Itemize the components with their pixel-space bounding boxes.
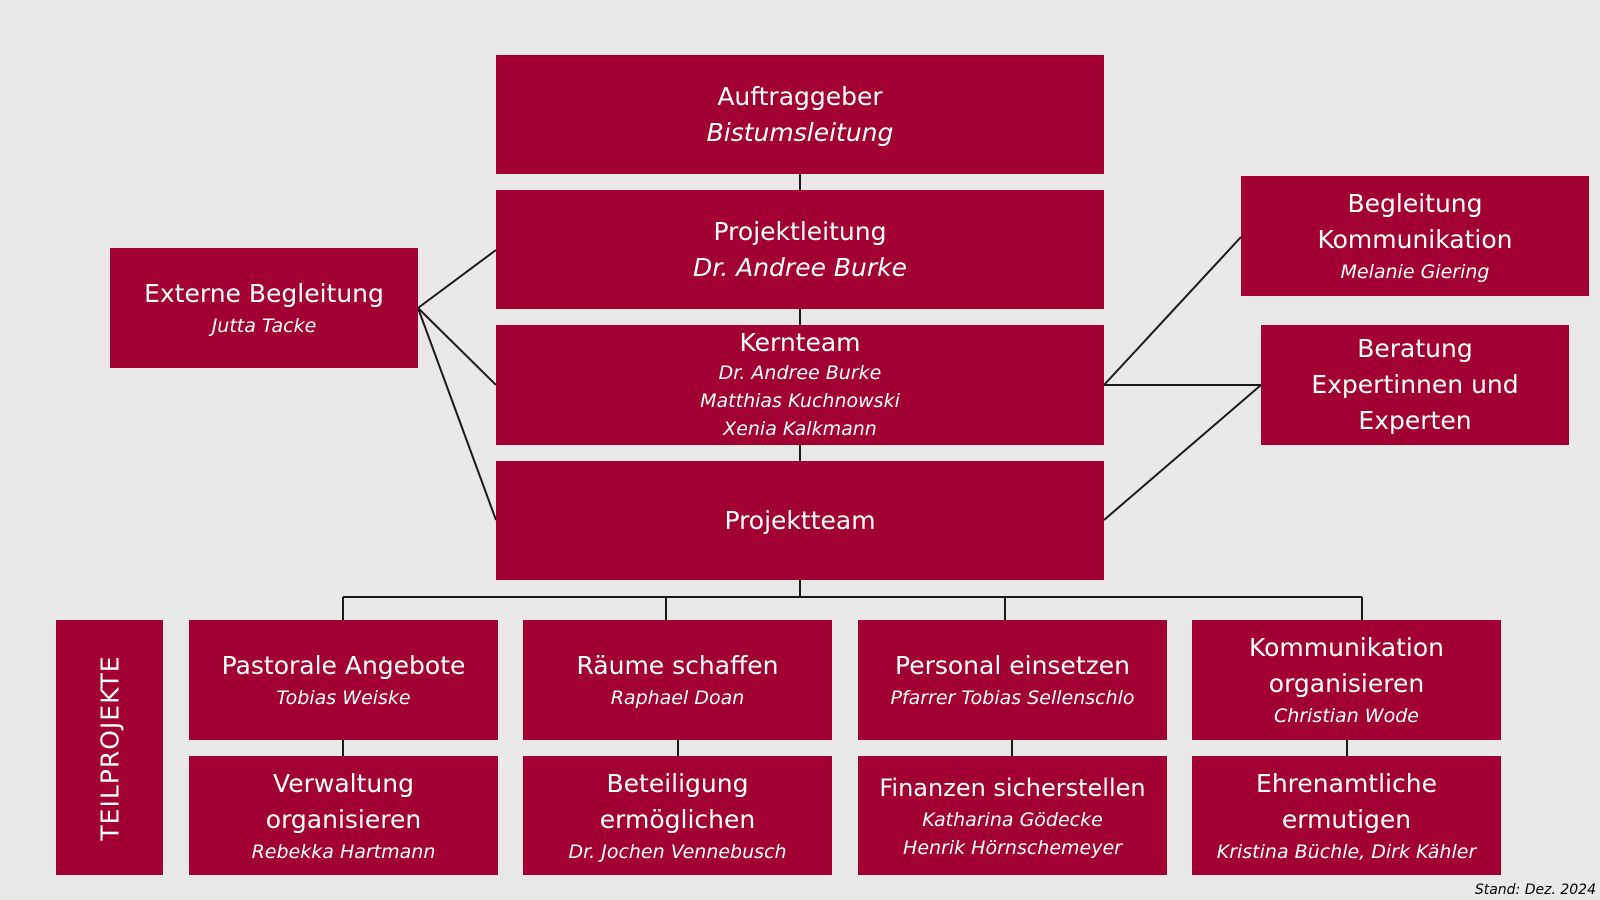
teilprojekt-title: Kommunikation bbox=[1248, 633, 1445, 662]
externe-begleitung-title: Externe Begleitung bbox=[144, 279, 384, 308]
teilprojekte-label: TEILPROJEKTE bbox=[95, 654, 124, 841]
stand-date: Stand: Dez. 2024 bbox=[1474, 882, 1596, 898]
teilprojekt-person: Raphael Doan bbox=[610, 687, 745, 709]
externe-begleitung-box: Externe Begleitung Jutta Tacke bbox=[110, 248, 418, 368]
begleitung-kommunikation-person: Melanie Giering bbox=[1340, 261, 1490, 283]
auftraggeber-subtitle: Bistumsleitung bbox=[706, 117, 894, 147]
auftraggeber-title: Auftraggeber bbox=[717, 81, 883, 111]
begleitung-kommunikation-title: Kommunikation bbox=[1317, 225, 1513, 254]
connector-line bbox=[1103, 236, 1242, 386]
teilprojekt-person: Henrik Hörnschemeyer bbox=[903, 836, 1122, 859]
teilprojekt-person: Christian Wode bbox=[1274, 705, 1419, 727]
teilprojekt-pastorale-box: Pastorale Angebote Tobias Weiske bbox=[189, 620, 498, 740]
beratung-box: Beratung Expertinnen und Experten bbox=[1261, 325, 1569, 445]
connector-line bbox=[417, 307, 497, 521]
projektleitung-box: Projektleitung Dr. Andree Burke bbox=[496, 190, 1104, 309]
projektteam-box: Projektteam bbox=[496, 461, 1104, 580]
teilprojekt-raeume-box: Räume schaffen Raphael Doan bbox=[523, 620, 832, 740]
teilprojekt-title: Verwaltung bbox=[273, 768, 414, 798]
kernteam-member: Xenia Kalkmann bbox=[723, 418, 877, 440]
teilprojekt-kommunikation-box: Kommunikation organisieren Christian Wod… bbox=[1192, 620, 1501, 740]
connector-line bbox=[1103, 384, 1262, 521]
begleitung-kommunikation-title: Begleitung bbox=[1347, 189, 1483, 218]
teilprojekt-title: ermöglichen bbox=[599, 804, 756, 834]
teilprojekt-title: organisieren bbox=[265, 804, 422, 834]
projektleitung-title: Projektleitung bbox=[713, 216, 887, 246]
teilprojekt-title: Ehrenamtliche bbox=[1256, 768, 1437, 798]
teilprojekt-title: Finanzen sicherstellen bbox=[879, 773, 1146, 802]
beratung-title: Expertinnen und bbox=[1311, 370, 1519, 399]
externe-begleitung-person: Jutta Tacke bbox=[211, 315, 317, 337]
teilprojekt-personal-box: Personal einsetzen Pfarrer Tobias Sellen… bbox=[858, 620, 1167, 740]
beratung-title: Experten bbox=[1358, 406, 1472, 435]
teilprojekt-person: Katharina Gödecke bbox=[922, 808, 1103, 831]
teilprojekt-title: Personal einsetzen bbox=[895, 651, 1130, 680]
connector-line bbox=[417, 307, 497, 386]
kernteam-member: Matthias Kuchnowski bbox=[700, 390, 900, 412]
teilprojekt-person: Kristina Büchle, Dirk Kähler bbox=[1216, 840, 1477, 863]
kernteam-member: Dr. Andree Burke bbox=[718, 362, 882, 384]
teilprojekt-verwaltung-box: Verwaltung organisieren Rebekka Hartmann bbox=[189, 756, 498, 875]
teilprojekt-person: Tobias Weiske bbox=[276, 687, 411, 709]
teilprojekt-beteiligung-box: Beteiligung ermöglichen Dr. Jochen Venne… bbox=[523, 756, 832, 875]
teilprojekt-title: Pastorale Angebote bbox=[221, 651, 466, 680]
connector-line bbox=[417, 249, 497, 309]
teilprojekt-person: Dr. Jochen Vennebusch bbox=[568, 840, 787, 863]
beratung-title: Beratung bbox=[1357, 334, 1473, 363]
begleitung-kommunikation-box: Begleitung Kommunikation Melanie Giering bbox=[1241, 176, 1589, 296]
teilprojekt-title: Räume schaffen bbox=[576, 651, 779, 680]
kernteam-box: Kernteam Dr. Andree Burke Matthias Kuchn… bbox=[496, 325, 1104, 445]
teilprojekt-title: organisieren bbox=[1268, 669, 1425, 698]
teilprojekte-label-box: TEILPROJEKTE bbox=[56, 620, 163, 875]
projektleitung-subtitle: Dr. Andree Burke bbox=[692, 252, 908, 282]
projektteam-title: Projektteam bbox=[724, 505, 876, 535]
teilprojekt-title: ermutigen bbox=[1281, 804, 1412, 834]
teilprojekt-person: Rebekka Hartmann bbox=[251, 840, 436, 863]
teilprojekt-title: Beteiligung bbox=[606, 768, 749, 798]
kernteam-title: Kernteam bbox=[739, 328, 861, 357]
auftraggeber-box: Auftraggeber Bistumsleitung bbox=[496, 55, 1104, 174]
teilprojekt-person: Pfarrer Tobias Sellenschlo bbox=[890, 687, 1135, 709]
teilprojekt-finanzen-box: Finanzen sicherstellen Katharina Gödecke… bbox=[858, 756, 1167, 875]
teilprojekt-ehrenamt-box: Ehrenamtliche ermutigen Kristina Büchle,… bbox=[1192, 756, 1501, 875]
